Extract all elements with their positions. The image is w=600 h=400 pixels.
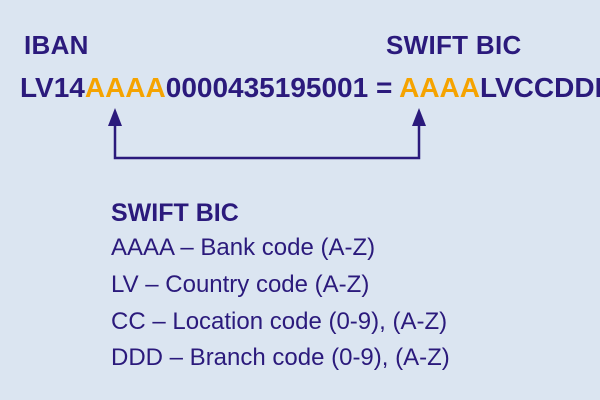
legend-item-branch-code: DDD – Branch code (0-9), (A-Z) [111,344,450,371]
legend-item-location-code: CC – Location code (0-9), (A-Z) [111,308,448,335]
arrowhead-left-icon [108,108,122,126]
bic-bank-code: AAAA [399,72,480,103]
swift-bic-heading: SWIFT BIC [386,30,522,60]
code-line: LV14AAAA0000435195001 = AAAALVCCDDD [20,74,600,102]
iban-account-number: 0000435195001 [165,72,369,103]
legend-item-bank-code: AAAA – Bank code (A-Z) [111,234,376,261]
bic-rest: LVCCDDD [479,72,600,103]
iban-bank-code: AAAA [84,72,166,103]
connector-line [113,124,421,160]
iban-prefix: LV14 [20,72,85,103]
equals-sign: = [375,72,393,103]
legend-item-country-code: LV – Country code (A-Z) [111,271,370,298]
arrowhead-right-icon [412,108,426,126]
iban-heading: IBAN [24,30,89,60]
legend-title: SWIFT BIC [111,199,239,227]
